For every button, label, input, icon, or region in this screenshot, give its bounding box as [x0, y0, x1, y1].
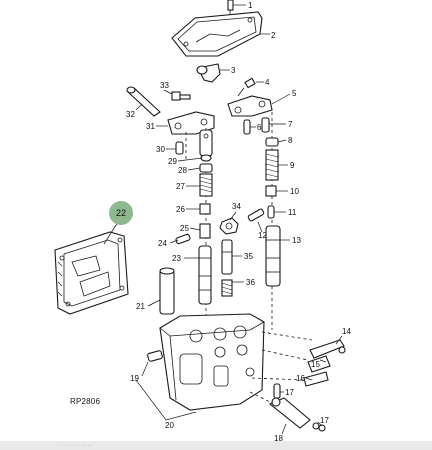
callout-28: 28	[178, 166, 187, 175]
callout-14: 14	[342, 327, 351, 336]
pivot-pin-part-32	[126, 86, 161, 117]
spring-part-36	[221, 279, 233, 297]
pin-part-16	[303, 371, 329, 387]
callout-21: 21	[136, 302, 145, 311]
callout-9: 9	[290, 161, 295, 170]
pin-part-7	[261, 117, 270, 133]
callout-17-lower: 17	[320, 416, 329, 425]
plug-part-26	[199, 203, 211, 215]
stem-part-18	[268, 397, 311, 429]
gasket-part-22	[54, 231, 129, 315]
callout-4: 4	[265, 78, 270, 87]
callout-36: 36	[246, 278, 255, 287]
spring-part-27	[199, 173, 213, 197]
callout-33: 33	[160, 81, 169, 90]
callout-13: 13	[292, 236, 301, 245]
callout-32: 32	[126, 110, 135, 119]
cover-plate-part-2	[171, 11, 263, 57]
rocker-part-31	[167, 111, 215, 135]
nut-part-34	[219, 217, 239, 235]
callout-8: 8	[288, 136, 293, 145]
callout-27: 27	[176, 182, 185, 191]
spool-part-35	[221, 239, 233, 275]
callout-1: 1	[248, 1, 253, 10]
spring-part-9	[265, 149, 279, 181]
callout-34: 34	[232, 202, 241, 211]
highlight-badge	[109, 201, 133, 225]
pin-part-6	[243, 119, 251, 135]
dowel-part-21	[159, 267, 175, 315]
callout-19: 19	[130, 374, 139, 383]
pin-part-24	[175, 233, 191, 245]
callout-35: 35	[244, 252, 253, 261]
callout-23: 23	[172, 254, 181, 263]
callout-20: 20	[165, 421, 174, 430]
callout-26: 26	[176, 205, 185, 214]
callout-12: 12	[258, 231, 267, 240]
callout-7: 7	[288, 120, 293, 129]
sleeve-part-25	[199, 223, 211, 239]
drawing-code: RP2806	[70, 397, 100, 406]
callout-24: 24	[158, 239, 167, 248]
stem-part-14	[309, 339, 346, 359]
callout-2: 2	[271, 31, 276, 40]
pin-part-11	[267, 205, 275, 219]
link-plate	[199, 129, 213, 157]
callout-3: 3	[231, 66, 236, 75]
valve-housing-part-20	[159, 313, 265, 411]
callout-6: 6	[257, 123, 262, 132]
lever-part-3	[196, 63, 221, 83]
callout-11: 11	[288, 208, 297, 217]
bottom-strip	[0, 441, 432, 450]
bolt-part-4	[237, 77, 256, 97]
bolt-part-33	[171, 91, 191, 101]
callout-5: 5	[292, 89, 297, 98]
pin-part-30	[175, 141, 184, 155]
strip-dots	[60, 444, 92, 447]
callout-22: 22	[116, 208, 126, 218]
cap-part-8	[265, 137, 279, 147]
callout-17-upper: 17	[285, 388, 294, 397]
pin-part-19	[147, 350, 163, 362]
callout-15: 15	[311, 360, 320, 369]
pin-part-12	[247, 208, 265, 222]
cap-part-28	[199, 163, 213, 173]
rocker-arm-part-5	[227, 95, 273, 117]
callout-10: 10	[290, 187, 299, 196]
callout-25: 25	[180, 224, 189, 233]
plug-part-10	[265, 185, 277, 197]
pin-part-17-lower	[312, 422, 326, 432]
spool-part-13	[265, 225, 281, 287]
spool-part-15	[307, 355, 331, 373]
spool-part-23	[198, 245, 212, 305]
pin-part-17-upper	[273, 383, 281, 399]
leader-lines	[103, 4, 343, 435]
callout-18: 18	[274, 434, 283, 443]
callout-29: 29	[168, 157, 177, 166]
callout-30: 30	[156, 145, 165, 154]
callout-31: 31	[146, 122, 155, 131]
washer-part-29	[200, 154, 212, 162]
callout-16: 16	[296, 374, 305, 383]
